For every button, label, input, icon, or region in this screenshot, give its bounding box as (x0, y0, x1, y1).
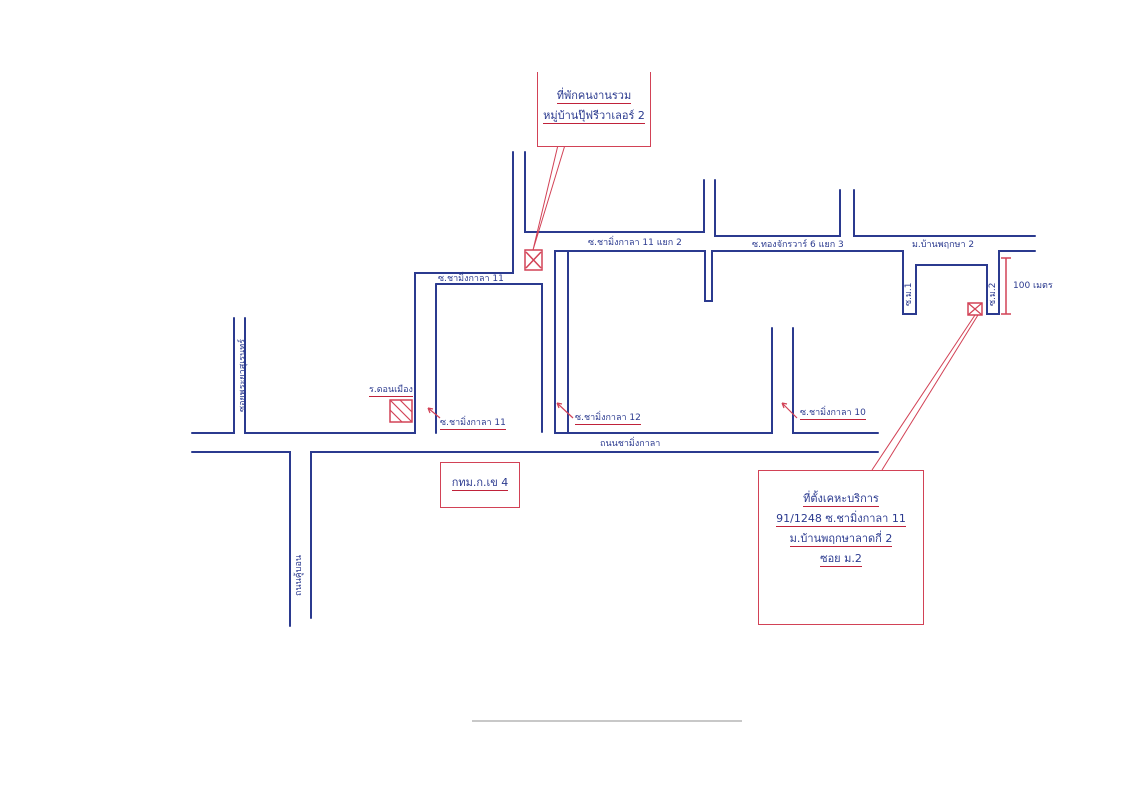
annotations (389, 144, 1011, 471)
distance-bracket (1001, 257, 1011, 315)
label-mark-left: ร.ดอนเมือง (369, 385, 413, 397)
label-soi-11-low: ซ.ชามิ่งกาลา 11 (440, 418, 506, 430)
label-soi-right-b: ซ.ม.2 (988, 282, 998, 307)
arrow-soi-11 (427, 407, 441, 419)
worker-camp-line2: หมู่บ้านปุ๊ฟรีวาเลอร์ 2 (543, 109, 645, 124)
worker-camp-box: ที่พักคนงานรวม หมู่บ้านปุ๊ฟรีวาเลอร์ 2 (537, 72, 651, 147)
label-soi-11-top: ซ.ชามิ่งกาลา 11 (438, 274, 504, 284)
site-line3: ม.บ้านพฤกษาลาดกี่ 2 (789, 532, 893, 547)
label-soi-pracha: ซ.ทองจักรวาร์ 6 แยก 3 (752, 240, 844, 250)
arrow-soi-12 (556, 402, 574, 419)
label-main-road: ถนนชามิ่งกาลา (600, 439, 661, 449)
site-line2: 91/1248 ซ.ชามิ่งกาลา 11 (776, 512, 906, 527)
roads (191, 151, 1036, 627)
label-soi-10: ซ.ชามิ่งกาลา 10 (800, 408, 866, 420)
arrow-soi-10 (781, 402, 798, 419)
label-soi-left-vertical: ซอยพระยาสุเรนทร์ (238, 338, 248, 412)
site-line4: ซอย ม.2 (820, 552, 862, 567)
center-box-label: กทม.ก.เข 4 (451, 476, 509, 491)
label-soi-12: ซ.ชามิ่งกาลา 12 (575, 413, 641, 425)
left-mark-square (389, 399, 413, 423)
site-info-box: ที่ตั้งเคหะบริการ 91/1248 ซ.ชามิ่งกาลา 1… (758, 470, 924, 625)
label-distance: 100 เมตร (1013, 281, 1053, 291)
center-box: กทม.ก.เข 4 (440, 462, 520, 508)
label-soi-11-ek: ซ.ชามิ่งกาลา 11 แยก 2 (588, 238, 682, 248)
top-leader-line (532, 144, 566, 251)
label-mu-ban-top: ม.บ้านพฤกษา 2 (912, 240, 975, 250)
worker-camp-line1: ที่พักคนงานรวม (556, 89, 632, 104)
site-leader-line (871, 314, 979, 471)
label-soi-right-a: ซ.ม.1 (904, 282, 914, 307)
site-line1: ที่ตั้งเคหะบริการ (803, 492, 879, 507)
label-left-vertical-road: ถนนคู้บอน (294, 554, 304, 596)
